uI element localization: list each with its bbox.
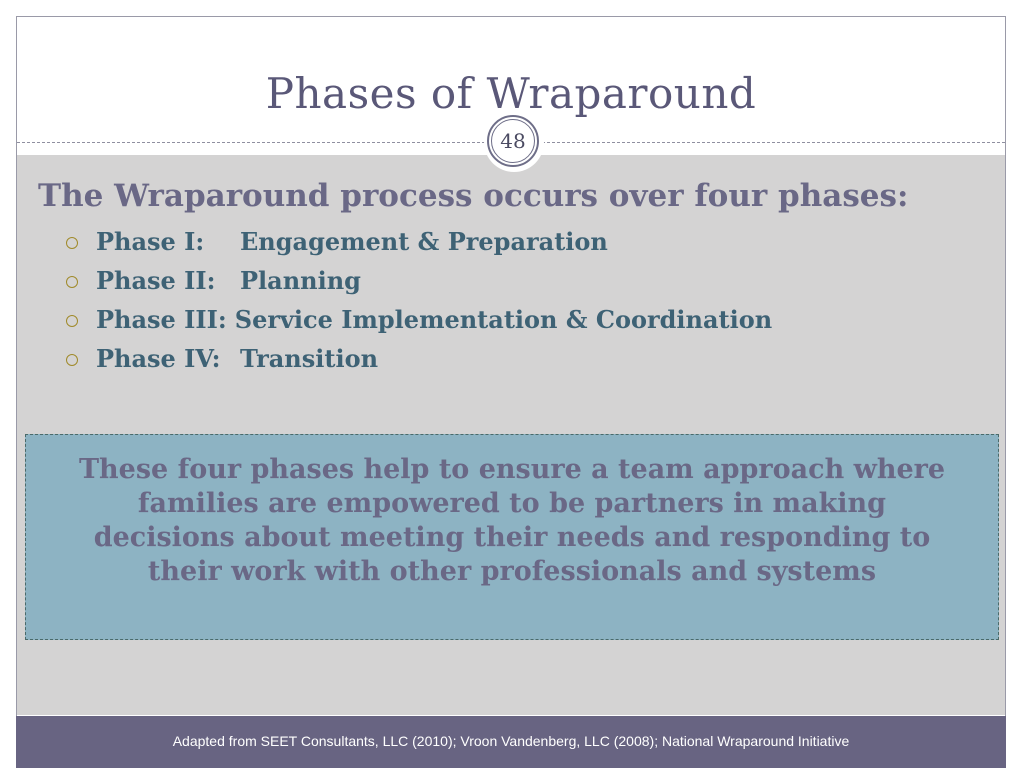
circle-bullet-icon xyxy=(66,236,78,249)
footer-citation: Adapted from SEET Consultants, LLC (2010… xyxy=(172,733,850,749)
phase-description: Transition xyxy=(240,344,379,373)
phase-label: Phase II: xyxy=(96,266,216,295)
phase-description: Engagement & Preparation xyxy=(240,227,608,256)
list-item: Phase I: Engagement & Preparation xyxy=(66,222,772,261)
circle-bullet-icon xyxy=(66,275,78,288)
list-item: Phase IV: Transition xyxy=(66,339,772,378)
circle-bullet-icon xyxy=(66,314,78,327)
content-heading: The Wraparound process occurs over four … xyxy=(38,178,909,214)
page-number: 48 xyxy=(491,119,535,163)
slide-title: Phases of Wraparound xyxy=(265,69,757,118)
list-item: Phase II: Planning xyxy=(66,261,772,300)
phase-label: Phase IV: xyxy=(96,344,221,373)
phase-description: Planning xyxy=(240,266,361,295)
phase-label: Phase I: xyxy=(96,227,205,256)
circle-bullet-icon xyxy=(66,353,78,366)
footer-bar: Adapted from SEET Consultants, LLC (2010… xyxy=(16,716,1006,768)
phase-label: Phase III: xyxy=(96,305,227,334)
phase-list: Phase I: Engagement & Preparation Phase … xyxy=(66,222,772,378)
callout-box: These four phases help to ensure a team … xyxy=(25,434,999,640)
list-item: Phase III: Service Implementation & Coor… xyxy=(66,300,772,339)
phase-description: Service Implementation & Coordination xyxy=(234,305,773,334)
callout-text: These four phases help to ensure a team … xyxy=(78,454,946,587)
